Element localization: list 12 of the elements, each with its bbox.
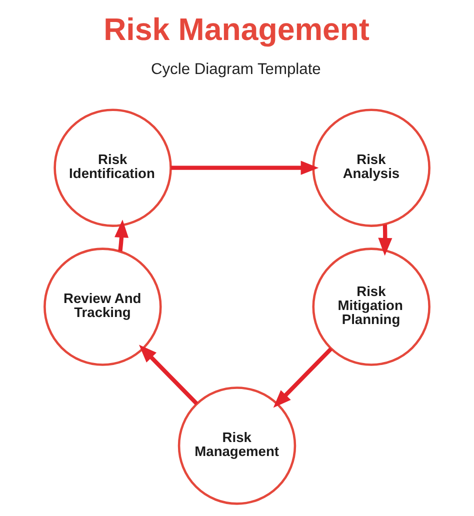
arrow: [170, 160, 319, 175]
node-circle: Risk Identification: [54, 108, 172, 227]
arrow: [114, 220, 129, 252]
node-circle: Risk Management: [178, 386, 296, 505]
node-circle: Review And Tracking: [44, 248, 162, 366]
label: Cycle Diagram Template: [150, 61, 321, 78]
arrow: [139, 344, 198, 406]
node-circle: Risk Analysis: [312, 108, 430, 227]
diagram-title: Risk Management: [104, 12, 370, 48]
arrow: [273, 347, 333, 408]
arrow: [378, 224, 392, 256]
node-circle: Risk Mitigation Planning: [312, 248, 430, 366]
